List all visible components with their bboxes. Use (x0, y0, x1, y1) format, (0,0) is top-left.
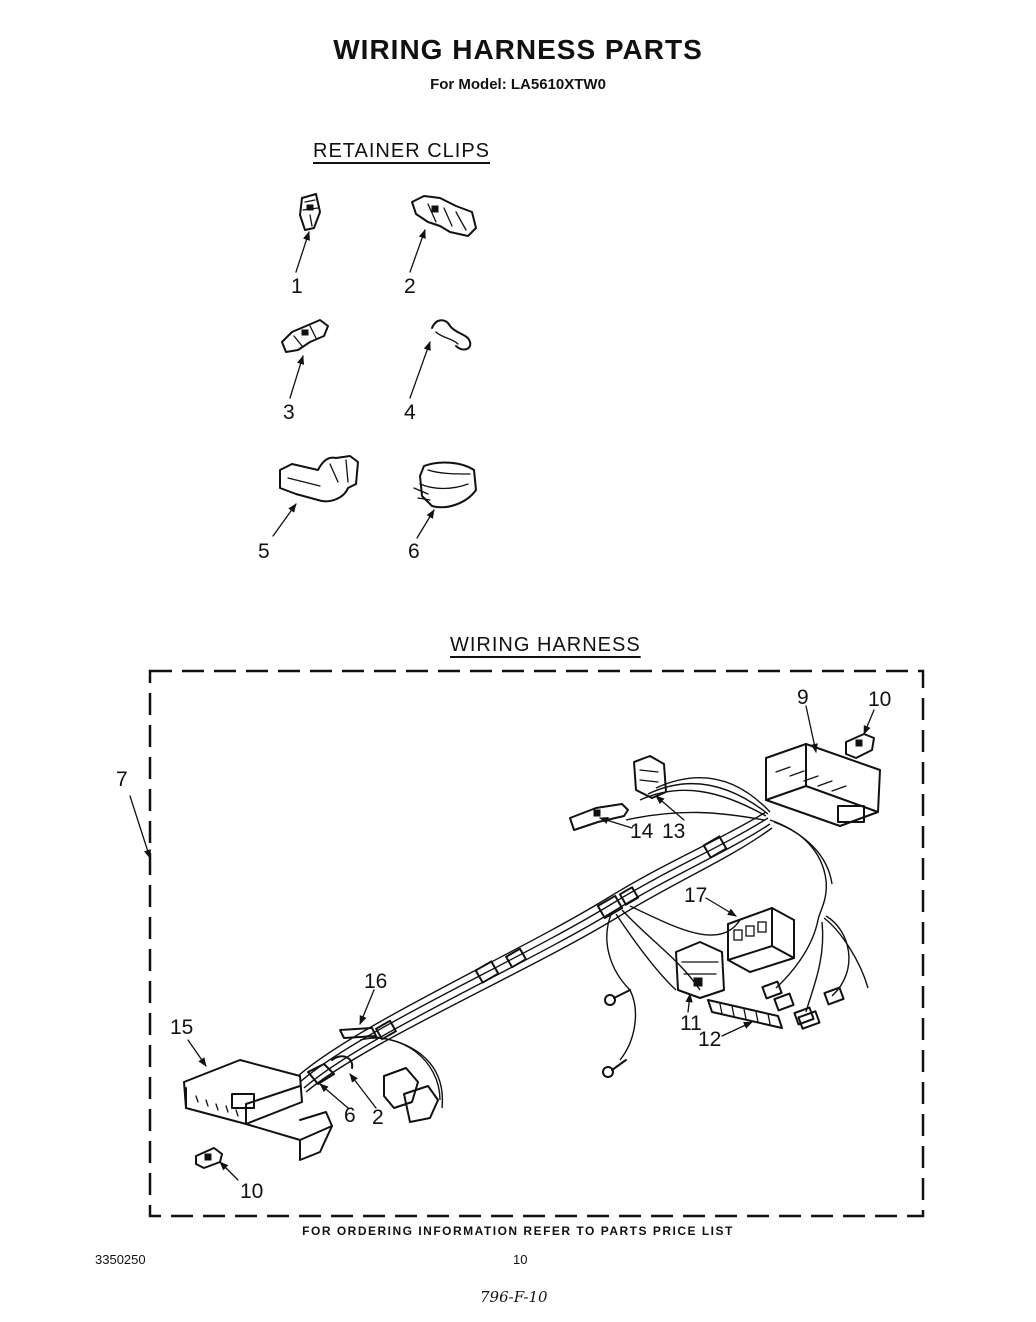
callout-5: 5 (258, 540, 270, 563)
connector-13-drawing (633, 755, 667, 799)
tie-16-drawing (339, 1027, 377, 1039)
terminal-10-top-drawing (845, 733, 875, 759)
callout-2-harness: 2 (372, 1106, 384, 1129)
callout-9: 9 (797, 686, 809, 709)
terminal-14-drawing (569, 803, 629, 831)
callout-10-bottom: 10 (240, 1180, 263, 1203)
clip-6-leader (416, 509, 435, 539)
terminal-10-top-leader (863, 709, 875, 735)
connector-12-drawing (707, 999, 783, 1029)
ordering-note: FOR ORDERING INFORMATION REFER TO PARTS … (302, 1224, 734, 1238)
ring-terminals (602, 989, 631, 1078)
document-part-number: 3350250 (95, 1252, 146, 1267)
wiring-harness-heading: WIRING HARNESS (450, 634, 641, 656)
page-number: 10 (513, 1252, 528, 1267)
terminal-10-bottom-leader (219, 1161, 239, 1181)
plug-9-drawing (765, 743, 881, 827)
retainer-clips-heading: RETAINER CLIPS (313, 140, 490, 162)
connector-17-drawing (727, 907, 795, 973)
harness-branch-wires (359, 777, 869, 1109)
callout-10-top: 10 (868, 688, 891, 711)
page-title: WIRING HARNESS PARTS (333, 34, 703, 65)
right-branch-terminals (761, 980, 845, 1030)
clip-3-leader (289, 355, 305, 399)
harness-main-bundle (297, 811, 773, 1093)
callout-3: 3 (283, 401, 295, 424)
harness-7-leader (129, 795, 151, 859)
handwritten-note: 796-F-10 (480, 1288, 548, 1306)
clip-1-leader (295, 231, 310, 273)
clip-6-drawing (413, 461, 477, 509)
clip-2-leader (409, 229, 426, 273)
terminal-14-leader (599, 816, 633, 829)
tie-16-leader (359, 989, 375, 1025)
callout-17: 17 (684, 884, 707, 907)
clip-1-drawing (299, 193, 321, 231)
connector-17-leader (705, 897, 737, 917)
clip-2-drawing (411, 195, 477, 237)
callout-13: 13 (662, 820, 685, 843)
harness-clips-drawing (307, 1055, 439, 1123)
callout-15: 15 (170, 1016, 193, 1039)
callout-12: 12 (698, 1028, 721, 1051)
connector-13-leader (655, 795, 685, 821)
callout-4: 4 (404, 401, 416, 424)
model-subtitle: For Model: LA5610XTW0 (430, 76, 606, 93)
clip-5-leader (272, 503, 297, 537)
clip-4-drawing (431, 319, 472, 351)
harness-dashed-frame (148, 669, 925, 1218)
callout-6-harness: 6 (344, 1104, 356, 1127)
clip-5-drawing (279, 455, 359, 503)
callout-7: 7 (116, 768, 128, 791)
plug-9-leader (805, 705, 818, 753)
callout-6: 6 (408, 540, 420, 563)
callout-14: 14 (630, 820, 654, 843)
terminal-11-leader (685, 993, 693, 1013)
callout-1: 1 (291, 275, 303, 298)
callout-16: 16 (364, 970, 387, 993)
block-15-drawing (183, 1059, 333, 1161)
connector-12-leader (721, 1021, 753, 1037)
clip-3-drawing (281, 319, 329, 353)
terminal-10-bottom-drawing (195, 1147, 223, 1169)
clip-2-harness-leader (349, 1073, 377, 1109)
callout-2: 2 (404, 275, 416, 298)
block-15-leader (187, 1039, 207, 1067)
clip-6-harness-leader (319, 1083, 349, 1109)
terminal-11-drawing (675, 941, 725, 999)
clip-4-leader (409, 341, 431, 399)
callout-11: 11 (680, 1012, 702, 1035)
